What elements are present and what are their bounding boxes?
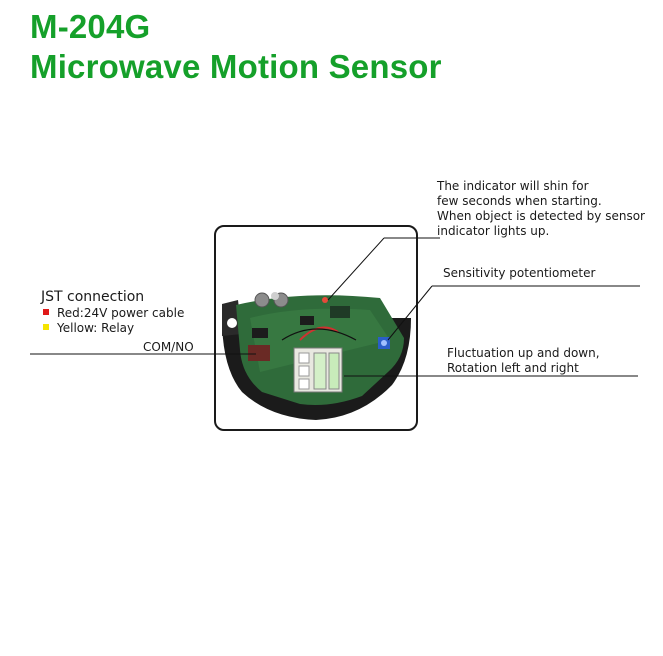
ic-chip [300,316,314,325]
jst-legend-yellow: Yellow: Relay [43,321,134,335]
rotation-arc [281,328,357,341]
jst-connector [248,345,270,361]
callout-fluctuation: Fluctuation up and down, Rotation left a… [447,346,600,376]
red-wire [299,326,339,341]
capacitor-top [271,292,279,300]
callout-indicator: The indicator will shin for few seconds … [437,179,645,239]
callout-indicator-line: The indicator will shin for [437,179,589,193]
callout-indicator-line: When object is detected by sensor [437,209,645,223]
ic-chip [330,306,350,318]
callout-indicator-line: few seconds when starting. [437,194,602,208]
jst-legend-red-label: Red:24V power cable [57,306,185,320]
callout-fluctuation-line: Fluctuation up and down, [447,346,600,360]
pcb-highlight [250,308,390,372]
jst-legend-yellow-label: Yellow: Relay [57,321,135,335]
callout-jst-title: JST connection [41,289,145,305]
red-swatch-icon [43,309,49,315]
model-number: M-204G [30,8,151,45]
yellow-swatch-icon [43,324,49,330]
callout-fluctuation-line: Rotation left and right [447,361,579,375]
callout-com-no: COM/NO [143,340,194,354]
callout-sensitivity: Sensitivity potentiometer [443,266,596,280]
mounting-hole [227,318,237,328]
indicator-led [322,297,328,303]
product-title: Microwave Motion Sensor [30,48,442,85]
ic-chip [252,328,268,338]
capacitor [254,292,270,308]
callout-indicator-line: indicator lights up. [437,224,550,238]
jst-legend-red: Red:24V power cable [43,306,184,320]
